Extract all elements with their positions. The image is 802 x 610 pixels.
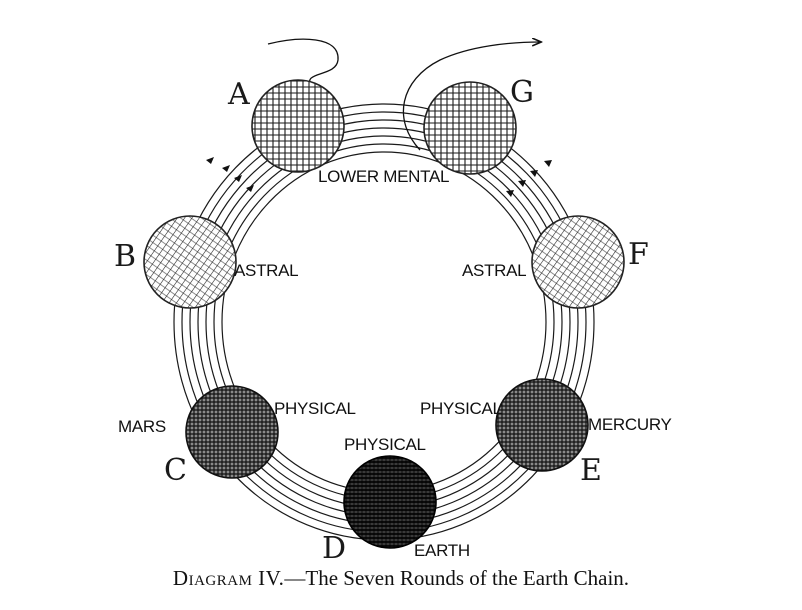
label-astral-f: ASTRAL bbox=[462, 261, 526, 280]
label-mars: MARS bbox=[118, 417, 166, 436]
arrow-right-2 bbox=[530, 170, 538, 177]
globe-letter-b: B bbox=[114, 239, 136, 274]
globe-g bbox=[424, 82, 516, 174]
arrow-left-1 bbox=[206, 157, 214, 164]
label-physical-c: PHYSICAL bbox=[274, 399, 356, 418]
arrow-right-1 bbox=[544, 160, 552, 167]
label-lower-mental: LOWER MENTAL bbox=[318, 167, 449, 186]
globe-b bbox=[144, 216, 236, 308]
label-physical-d: PHYSICAL bbox=[344, 435, 426, 454]
globe-f bbox=[532, 216, 624, 308]
caption-text: —The Seven Rounds of the Earth Chain. bbox=[284, 566, 629, 590]
label-earth: EARTH bbox=[414, 541, 470, 560]
arrow-left-2 bbox=[222, 165, 230, 172]
label-astral-b: ASTRAL bbox=[234, 261, 298, 280]
label-mercury: MERCURY bbox=[588, 415, 672, 434]
globe-a bbox=[252, 80, 344, 172]
globe-c bbox=[186, 386, 278, 478]
globe-letter-g: G bbox=[510, 75, 534, 110]
diagram-caption: Diagram IV.—The Seven Rounds of the Eart… bbox=[0, 566, 802, 591]
caption-prefix: Diagram IV. bbox=[173, 566, 284, 590]
label-physical-e: PHYSICAL bbox=[420, 399, 502, 418]
globe-d bbox=[344, 456, 436, 548]
globe-letter-d: D bbox=[322, 531, 346, 566]
globe-letter-c: C bbox=[164, 453, 187, 488]
globe-letter-e: E bbox=[580, 453, 602, 488]
globe-letter-f: F bbox=[628, 237, 649, 272]
globe-e bbox=[496, 379, 588, 471]
globe-letter-a: A bbox=[227, 77, 250, 112]
globes bbox=[144, 80, 624, 548]
